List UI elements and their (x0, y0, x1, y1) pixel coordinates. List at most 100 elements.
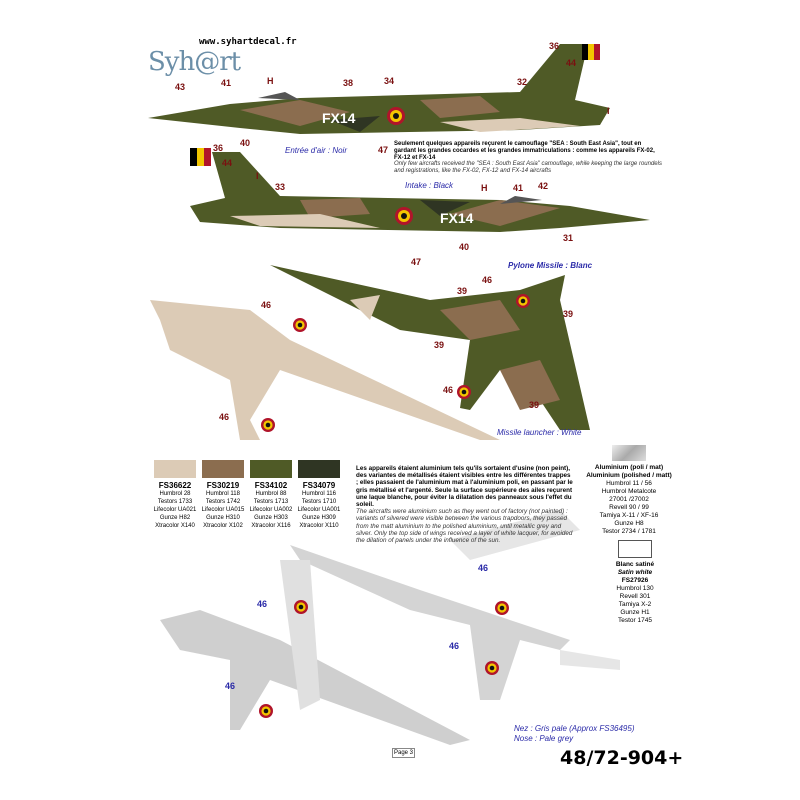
nose-note-en: Nose : Pale grey (514, 734, 574, 743)
nose-note-fr: Nez : Gris pale (Approx FS36495) (514, 724, 635, 733)
upper-plan-view (270, 265, 590, 430)
aluminium-swatch: Aluminium (poli / mat) Aluminium (polish… (578, 445, 680, 536)
callout: 46 (482, 275, 493, 285)
callout: H (481, 183, 488, 193)
side-view-top-aircraft (148, 44, 610, 134)
camo-note-en: Only few aircrafts received the "SEA : S… (394, 161, 662, 175)
callout: 46 (257, 599, 268, 609)
swatch-code: FS34102 (254, 481, 288, 490)
callout: 31 (563, 233, 574, 243)
callout: 40 (459, 242, 470, 252)
registration-top: FX14 (322, 110, 356, 126)
pylon-note: Pylone Missile : Blanc (508, 261, 593, 270)
swatch-ref: Tamiya X-2 (618, 601, 652, 608)
callout: 44 (566, 58, 577, 68)
page-number: Page 3 (392, 748, 416, 758)
swatch-ref: Lifecolor UA001 (297, 507, 341, 513)
silver-top-view (290, 510, 620, 700)
satin-title-en: Satin white (617, 569, 653, 576)
callout: 38 (343, 78, 354, 88)
swatch-ref: Revell 301 (619, 593, 651, 600)
aluminium-title-en: Aluminium (polished / matt) (586, 472, 672, 479)
callout: 43 (175, 82, 186, 92)
swatch-ref: Humbrol Metalcote (601, 488, 657, 495)
swatch-ref: Humbrol 11 / 56 (606, 480, 652, 487)
camo-note: Seulement quelques appareils reçurent le… (394, 141, 662, 175)
swatch-ref: Gunze H309 (302, 515, 336, 521)
satin-white-box (618, 540, 652, 558)
callout: 39 (529, 400, 540, 410)
swatch-ref: Revell 90 / 99 (609, 504, 649, 511)
swatch-ref: Xtracolor X116 (251, 523, 291, 529)
callout: 36 (213, 143, 224, 153)
satin-title-fr: Blanc satiné (615, 561, 655, 568)
swatch-box (298, 460, 340, 478)
callout: 41 (513, 183, 524, 193)
swatch-ref: Testors 1713 (253, 499, 289, 505)
swatch-ref: Humbrol 118 (206, 491, 240, 497)
callout: 36 (549, 41, 560, 51)
swatch-ref: Xtracolor X140 (155, 523, 195, 529)
callout: 33 (275, 182, 286, 192)
side-view-lower-aircraft (190, 148, 650, 232)
swatch-ref: Humbrol 116 (302, 491, 336, 497)
swatch-ref: Humbrol 28 (159, 491, 191, 497)
aluminium-title-fr: Aluminium (poli / mat) (594, 464, 664, 471)
swatch-code: FS36622 (158, 481, 192, 490)
swatch-ref: Humbrol 88 (255, 491, 287, 497)
swatch-ref: Gunze H1 (620, 609, 650, 616)
intake-note-en: Intake : Black (405, 181, 454, 190)
registration-lower: FX14 (440, 210, 474, 226)
silver-underside-view (160, 560, 470, 745)
aluminium-box (612, 445, 646, 461)
intake-note-fr: Entrée d'air : Noir (285, 146, 347, 155)
swatch-box (202, 460, 244, 478)
launcher-note: Missile launcher : White (497, 428, 582, 437)
callout: 46 (478, 563, 489, 573)
callout: 32 (517, 77, 528, 87)
callout: 39 (563, 309, 574, 319)
swatch-ref: Gunze H82 (159, 515, 191, 521)
callout: 46 (261, 300, 272, 310)
swatch-ref: Xtracolor X102 (203, 523, 243, 529)
swatch-ref: Lifecolor UA002 (249, 507, 293, 513)
callout: 44 (222, 158, 233, 168)
swatch-ref: Lifecolor UA015 (201, 507, 245, 513)
callout: 40 (240, 138, 251, 148)
callout: 34 (384, 76, 395, 86)
swatch-ref: Gunze H303 (254, 515, 288, 521)
swatch-ref: Testor 2734 / 1781 (602, 528, 656, 535)
callout: 39 (457, 286, 468, 296)
swatch-ref: Lifecolor UA021 (153, 507, 197, 513)
swatch-ref: Testors 1733 (157, 499, 193, 505)
callout: 46 (225, 681, 236, 691)
aluminium-note: Les appareils étaient aluminium tels qu'… (356, 465, 574, 544)
callout: 47 (411, 257, 422, 267)
swatch-box (154, 460, 196, 478)
swatch-ref: Tamiya X-11 / XF-16 (599, 512, 659, 519)
swatch-ref: Testor 1745 (618, 617, 652, 624)
callout: 39 (434, 340, 445, 350)
aluminium-note-en: The aircrafts were aluminium such as the… (356, 508, 573, 545)
website-url[interactable]: www.syhartdecal.fr (199, 37, 297, 47)
nose-note: Nez : Gris pale (Approx FS36495) Nose : … (514, 724, 635, 744)
swatch-ref: 27001 /27002 (609, 496, 649, 503)
satin-code: FS27926 (621, 577, 649, 584)
callout: 42 (538, 181, 549, 191)
swatch-box (250, 460, 292, 478)
camo-note-fr: Seulement quelques appareils reçurent le… (394, 141, 655, 161)
swatch-code: FS30219 (206, 481, 240, 490)
callout: 41 (221, 78, 232, 88)
callout: I (607, 106, 610, 116)
brand-logo: Syh@rt (148, 47, 241, 77)
underside-plan-view (150, 300, 500, 440)
swatch-code: FS34079 (302, 481, 336, 490)
swatch-ref: Testors 1742 (205, 499, 241, 505)
swatch-ref: Gunze H8 (614, 520, 644, 527)
swatch-ref: Humbrol 130 (616, 585, 654, 592)
